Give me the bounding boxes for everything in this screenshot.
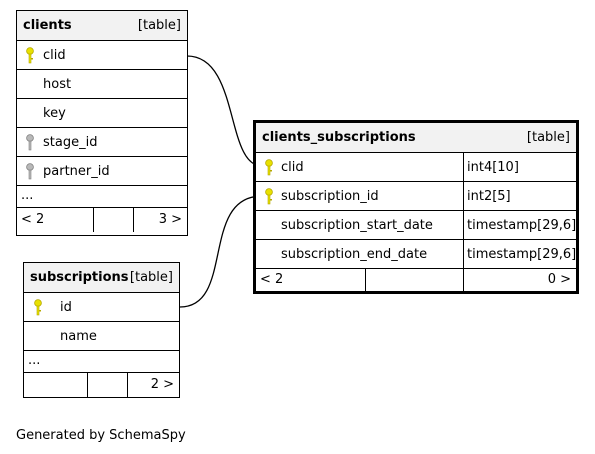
subscriptions-column-name: id xyxy=(60,300,72,315)
subscriptions-footer-row: 2 > xyxy=(24,373,179,397)
clients-column-row[interactable]: stage_id xyxy=(17,128,187,157)
clients-column-row[interactable]: clid xyxy=(17,41,187,70)
primary-key-icon xyxy=(26,47,34,64)
divider xyxy=(463,240,464,268)
divider xyxy=(93,208,94,232)
clients-column-name: key xyxy=(43,106,66,121)
clients-subscriptions-footer-row: < 2 0 > xyxy=(256,269,576,291)
clients-column-row[interactable]: key xyxy=(17,99,187,128)
clients-table-kind: [table] xyxy=(137,18,181,33)
relation-clients-clid xyxy=(186,55,263,167)
subscriptions-table-name: subscriptions xyxy=(30,270,129,285)
clients-subscriptions-column-type: int4[10] xyxy=(467,160,519,175)
divider xyxy=(463,269,464,291)
clients-subscriptions-column-row[interactable]: subscription_id int2[5] xyxy=(256,182,576,211)
foreign-key-icon xyxy=(26,134,34,151)
primary-key-icon xyxy=(265,159,273,176)
generated-by-note: Generated by SchemaSpy xyxy=(16,428,186,443)
clients-subscriptions-table[interactable]: clients_subscriptions [table] clid int4[… xyxy=(253,120,579,294)
clients-parents-count[interactable]: < 2 xyxy=(21,212,45,227)
clients-column-row[interactable]: partner_id xyxy=(17,157,187,186)
divider xyxy=(463,211,464,239)
clients-column-name: partner_id xyxy=(43,164,110,179)
clients-subscriptions-column-name: subscription_id xyxy=(281,189,379,204)
subscriptions-table[interactable]: subscriptions [table] id name ... 2 > xyxy=(23,262,180,398)
clients-subscriptions-header: clients_subscriptions [table] xyxy=(256,123,576,153)
subscriptions-column-name: name xyxy=(60,329,97,344)
clients-subscriptions-column-name: clid xyxy=(281,160,304,175)
divider xyxy=(365,269,366,291)
primary-key-icon xyxy=(265,188,273,205)
clients-subscriptions-column-name: subscription_end_date xyxy=(281,247,428,262)
subscriptions-table-kind: [table] xyxy=(129,270,173,285)
subscriptions-more-row: ... xyxy=(24,351,179,373)
divider xyxy=(127,373,128,397)
clients-subscriptions-table-name: clients_subscriptions xyxy=(262,130,416,145)
clients-subscriptions-children-count[interactable]: 0 > xyxy=(547,272,571,287)
clients-table-name: clients xyxy=(23,18,72,33)
clients-subscriptions-table-kind: [table] xyxy=(526,130,570,145)
clients-footer-row: < 2 3 > xyxy=(17,208,187,232)
clients-subscriptions-column-name: subscription_start_date xyxy=(281,218,433,233)
clients-subscriptions-column-type: timestamp[29,6] xyxy=(467,218,577,233)
divider xyxy=(133,208,134,232)
subscriptions-column-row[interactable]: name xyxy=(24,322,179,351)
clients-children-count[interactable]: 3 > xyxy=(158,212,182,227)
clients-table[interactable]: clients [table] clid host key stage_id p… xyxy=(16,10,188,236)
clients-subscriptions-column-type: timestamp[29,6] xyxy=(467,247,577,262)
clients-header: clients [table] xyxy=(17,11,187,41)
divider xyxy=(463,153,464,181)
foreign-key-icon xyxy=(26,163,34,180)
subscriptions-header: subscriptions [table] xyxy=(24,263,179,293)
divider xyxy=(87,373,88,397)
subscriptions-children-count[interactable]: 2 > xyxy=(150,377,174,392)
clients-column-name: stage_id xyxy=(43,135,98,150)
primary-key-icon xyxy=(34,299,42,316)
clients-column-row[interactable]: host xyxy=(17,70,187,99)
clients-column-name: clid xyxy=(43,48,66,63)
clients-subscriptions-column-row[interactable]: clid int4[10] xyxy=(256,153,576,182)
clients-subscriptions-column-type: int2[5] xyxy=(467,189,511,204)
clients-subscriptions-column-row[interactable]: subscription_start_date timestamp[29,6] xyxy=(256,211,576,240)
clients-more-row: ... xyxy=(17,186,187,208)
clients-more-text: ... xyxy=(21,188,34,203)
subscriptions-more-text: ... xyxy=(28,353,41,368)
divider xyxy=(463,182,464,210)
clients-subscriptions-parents-count[interactable]: < 2 xyxy=(260,272,284,287)
subscriptions-column-row[interactable]: id xyxy=(24,293,179,322)
clients-column-name: host xyxy=(43,77,72,92)
clients-subscriptions-column-row[interactable]: subscription_end_date timestamp[29,6] xyxy=(256,240,576,269)
relation-subscriptions-id xyxy=(179,195,263,308)
